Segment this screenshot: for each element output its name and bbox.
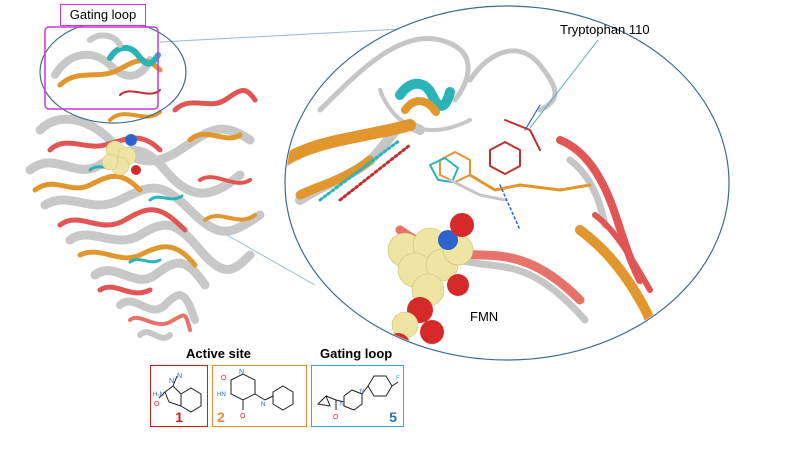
fmn-spheres-small — [101, 134, 141, 176]
fmn-label: FMN — [470, 309, 499, 324]
svg-text:N: N — [169, 378, 174, 385]
zoom-ellipse — [284, 5, 730, 361]
protein-cartoon — [25, 32, 265, 341]
svg-text:O: O — [154, 401, 160, 408]
svg-text:H₂N: H₂N — [153, 392, 164, 398]
zoom-line-top — [159, 27, 421, 43]
svg-text:N: N — [261, 402, 265, 408]
tryptophan-label: Tryptophan 110 — [560, 22, 650, 37]
zoom-line-bottom — [217, 229, 316, 286]
svg-text:HN: HN — [217, 392, 226, 398]
svg-text:N: N — [360, 389, 364, 395]
svg-text:F: F — [396, 376, 400, 382]
svg-text:O: O — [333, 414, 339, 421]
compound-5-number: 5 — [389, 409, 397, 425]
svg-text:O: O — [240, 413, 246, 420]
gating-loop-label: Gating loop — [60, 4, 146, 26]
compound-2-structure: O N HN N O — [217, 369, 294, 420]
svg-text:O: O — [221, 375, 227, 382]
gating-loop-highlight-box — [44, 26, 159, 110]
compound-2-number: 2 — [217, 409, 225, 425]
compound-5-box: O N N F 5 — [311, 365, 404, 427]
compound-1-number: 1 — [175, 409, 183, 425]
gating-loop-heading: Gating loop — [320, 346, 393, 361]
svg-text:N: N — [239, 369, 244, 376]
active-site-heading: Active site — [186, 346, 252, 361]
compound-5-structure: O N N F — [316, 375, 400, 421]
compound-2-box: O N HN N O 2 — [212, 365, 307, 427]
compound-1-structure: N N O H₂N — [153, 373, 202, 413]
compound-1-box: N N O H₂N 1 — [150, 365, 208, 427]
svg-text:N: N — [177, 373, 182, 380]
tryptophan-pointer — [529, 39, 599, 129]
svg-text:N: N — [340, 402, 344, 408]
